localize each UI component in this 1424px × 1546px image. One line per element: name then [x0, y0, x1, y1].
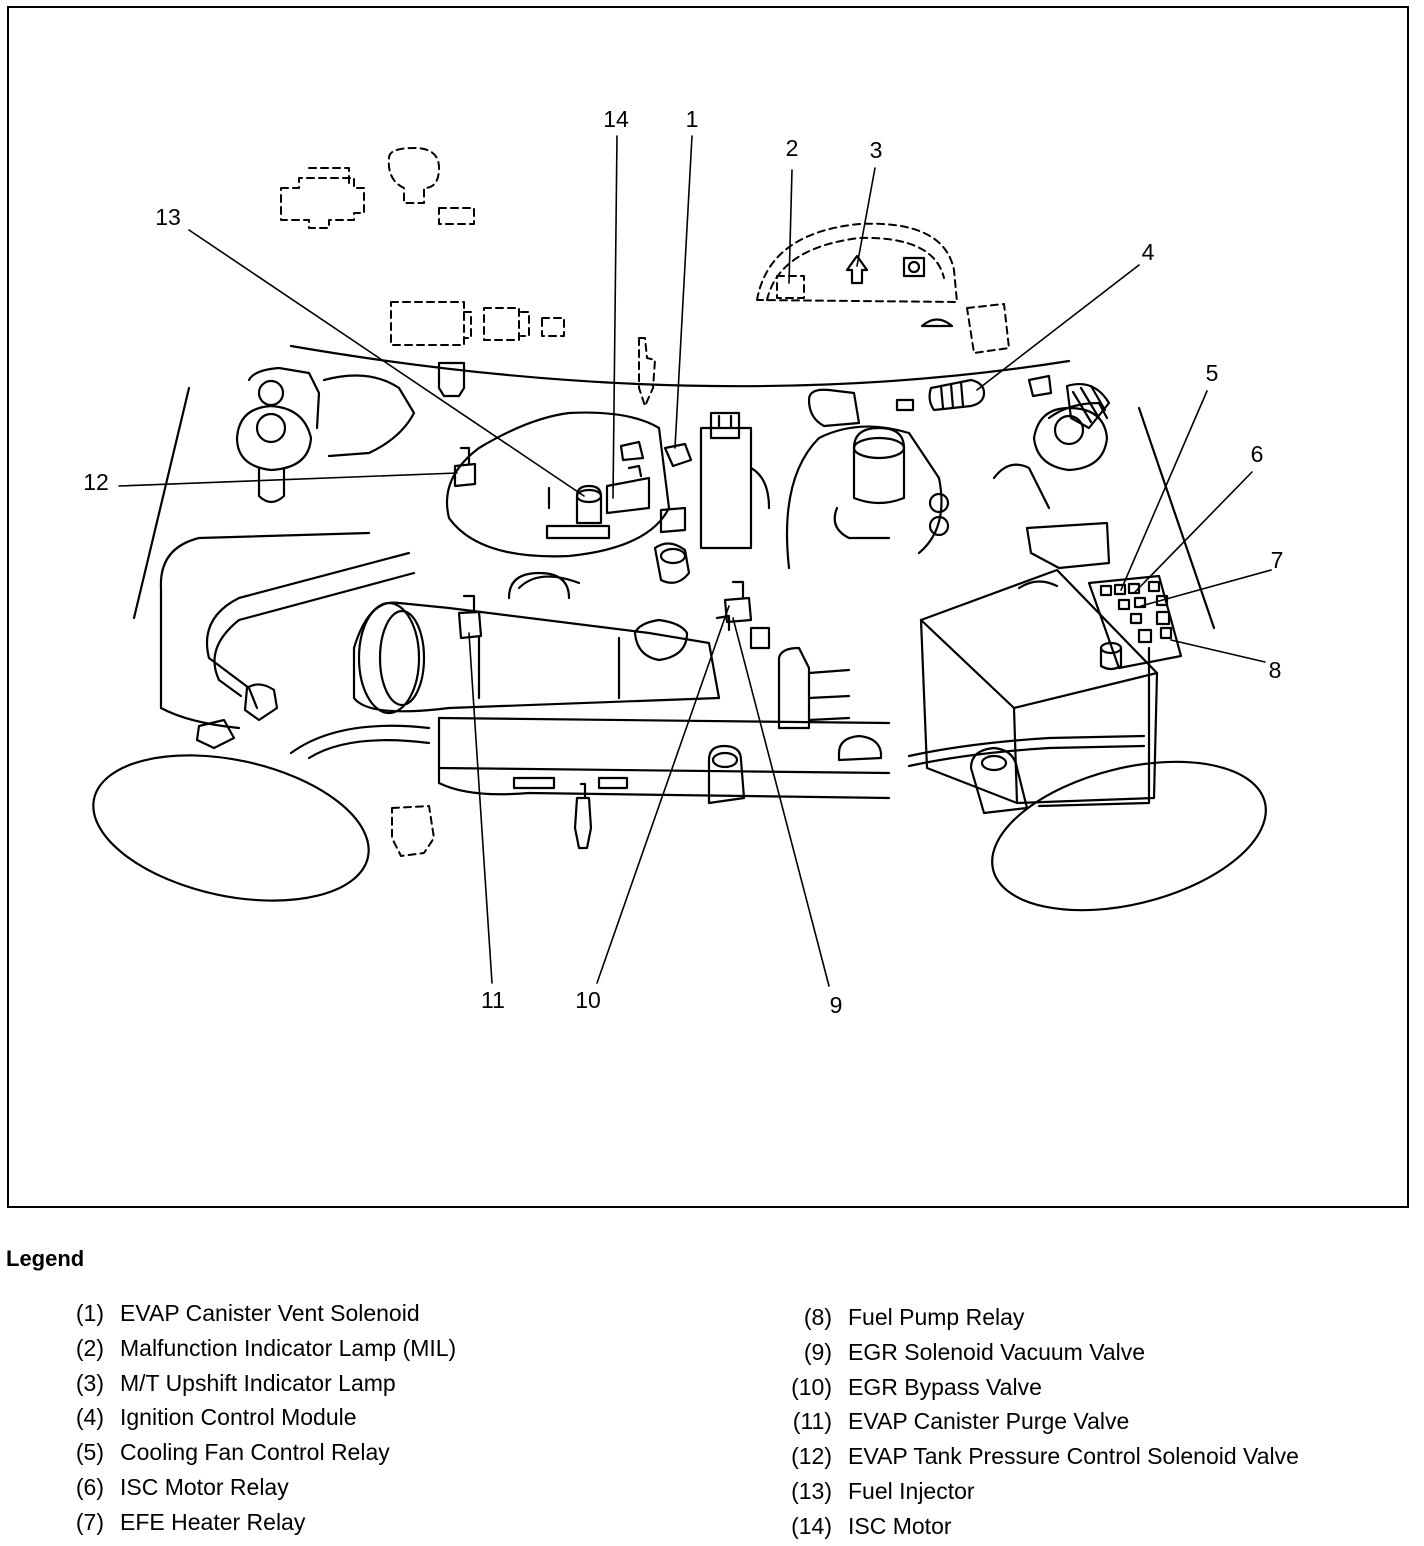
leader-8 — [1170, 639, 1266, 663]
callout-numbers: 1 2 3 4 5 6 7 8 9 10 11 12 13 14 — [83, 106, 1283, 1018]
callout-4: 4 — [1142, 239, 1155, 265]
legend-item: (13)Fuel Injector — [791, 1477, 975, 1504]
legend-item: (9)EGR Solenoid Vacuum Valve — [803, 1338, 1146, 1365]
legend-right-column: (8)Fuel Pump Relay (9)EGR Solenoid Vacuu… — [780, 1300, 1299, 1544]
upshift-lamp-box — [902, 256, 926, 278]
legend-title: Legend — [6, 1246, 85, 1271]
small-valves — [453, 446, 753, 850]
dashed-interior-parts — [280, 147, 1010, 857]
callout-13: 13 — [155, 204, 181, 230]
legend-item: (11)EVAP Canister Purge Valve — [792, 1408, 1130, 1435]
callout-1: 1 — [686, 106, 699, 132]
legend-item: (7)EFE Heater Relay — [75, 1508, 306, 1535]
legend-item: (12)EVAP Tank Pressure Control Solenoid … — [791, 1443, 1299, 1470]
relay-box — [1087, 574, 1183, 670]
legend-item: (5)Cooling Fan Control Relay — [75, 1439, 390, 1466]
callout-8: 8 — [1269, 657, 1282, 683]
legend-item: (6)ISC Motor Relay — [75, 1473, 289, 1500]
upshift-lamp-circle — [907, 260, 921, 274]
leader-13 — [188, 229, 585, 497]
callout-2: 2 — [786, 135, 799, 161]
hoses — [195, 551, 1146, 815]
ignition-control-module — [895, 378, 986, 412]
leader-4 — [976, 264, 1140, 391]
legend-item: (14)ISC Motor — [791, 1512, 952, 1539]
callout-12: 12 — [83, 469, 109, 495]
battery — [919, 521, 1159, 805]
leader-5 — [1120, 390, 1208, 591]
cluster-knob — [920, 318, 954, 328]
leader-6 — [1134, 471, 1253, 593]
callout-3: 3 — [870, 137, 883, 163]
legend-left-column: (1)EVAP Canister Vent Solenoid (2)Malfun… — [60, 1296, 456, 1540]
legend-item: (3)M/T Upshift Indicator Lamp — [75, 1369, 396, 1396]
left-strut-tower — [235, 361, 466, 504]
callout-10: 10 — [575, 987, 601, 1013]
legend-item: (1)EVAP Canister Vent Solenoid — [75, 1300, 420, 1326]
callout-6: 6 — [1251, 441, 1264, 467]
leader-14 — [612, 135, 618, 499]
callout-leaders — [118, 135, 1272, 987]
callout-14: 14 — [603, 106, 629, 132]
intake-manifold — [445, 411, 693, 584]
legend-item: (4)Ignition Control Module — [75, 1404, 357, 1431]
leader-7 — [1140, 569, 1272, 607]
legend-item: (10)EGR Bypass Valve — [791, 1373, 1042, 1400]
upshift-arrow-icon — [845, 254, 869, 285]
leader-11 — [468, 632, 493, 984]
callout-9: 9 — [830, 992, 843, 1018]
center-module-box — [699, 411, 771, 550]
leader-3 — [856, 167, 876, 267]
callout-5: 5 — [1206, 360, 1219, 386]
callout-7: 7 — [1271, 547, 1284, 573]
wheels — [92, 754, 1267, 912]
body-outline — [132, 344, 1216, 808]
leader-12 — [118, 472, 458, 487]
leader-2 — [788, 169, 793, 284]
legend-item: (2)Malfunction Indicator Lamp (MIL) — [75, 1334, 457, 1361]
leader-9 — [732, 617, 830, 987]
callout-11: 11 — [481, 987, 505, 1013]
legend-item: (8)Fuel Pump Relay — [803, 1304, 1025, 1330]
right-components — [785, 374, 1111, 570]
engine-compartment-drawing: 1 2 3 4 5 6 7 8 9 10 11 12 13 14 — [83, 106, 1283, 1018]
engine-component-locator-figure: 1 2 3 4 5 6 7 8 9 10 11 12 13 14 — [7, 6, 1409, 1208]
leader-10 — [596, 605, 730, 984]
leader-1 — [674, 135, 693, 449]
engine-block — [352, 571, 891, 805]
